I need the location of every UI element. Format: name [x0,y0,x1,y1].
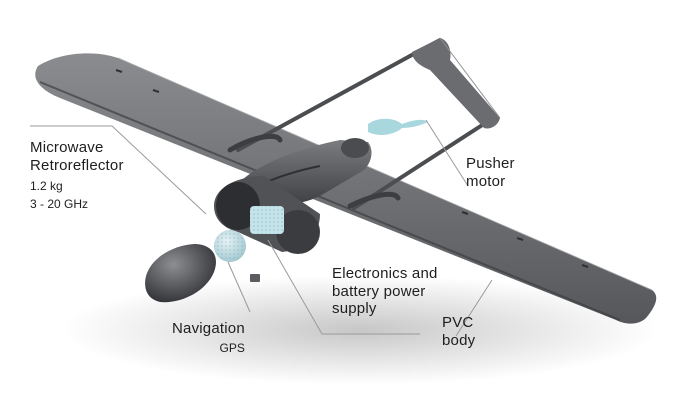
leader-navigation [227,261,251,313]
electronics-block [250,206,284,234]
label-microwave-retroreflector: Microwave Retroreflector 1.2 kg 3 - 20 G… [30,139,124,211]
electronics-line2: battery power [332,282,426,300]
navigation-title: Navigation [172,320,245,337]
label-navigation: Navigation GPS [172,320,245,355]
label-electronics: Electronics and battery power supply [332,265,438,318]
navigation-sub: GPS [219,340,245,355]
electronics-line1: Electronics and [332,265,438,282]
microwave-title-line1: Microwave [30,139,104,156]
small-component [250,274,260,282]
nose-cone [145,244,216,303]
pvc-line1: PVC [442,314,474,331]
leader-electronics [267,239,420,335]
label-pvc-body: PVC body [442,314,475,349]
pusher-line1: Pusher [466,155,515,172]
leader-pvc [455,279,493,337]
microwave-title-line2: Retroreflector [30,156,124,174]
pusher-propeller [368,118,428,135]
ground-shadow [60,275,660,385]
microwave-frequency: 3 - 20 GHz [30,196,89,211]
leader-microwave [30,125,207,215]
main-wing [35,53,657,324]
vertical-tail [412,37,501,129]
label-pusher-motor: Pusher motor [466,155,515,190]
leader-lines [30,119,493,337]
electronics-line3: supply [332,300,377,318]
pvc-line2: body [442,331,476,349]
pusher-line2: motor [466,172,506,190]
microwave-weight: 1.2 kg [30,179,63,194]
gps-sphere [214,230,246,262]
leader-pusher [425,119,469,187]
